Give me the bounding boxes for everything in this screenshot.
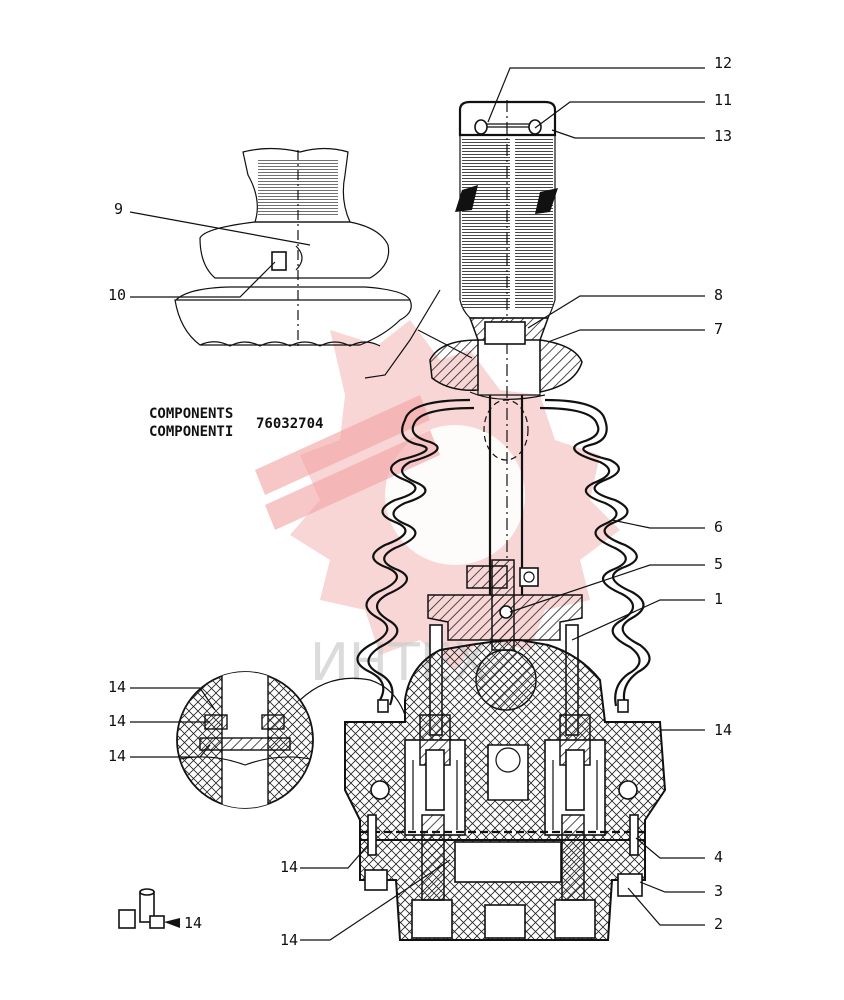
callout-4: 4 xyxy=(714,848,723,866)
components-title-en: COMPONENTS xyxy=(149,406,233,422)
callout-14-right: 14 xyxy=(714,721,732,739)
callout-1: 1 xyxy=(714,590,723,608)
seal-kit-icon xyxy=(118,888,180,929)
joystick-handle xyxy=(429,100,583,595)
callout-14-bottom: 14 xyxy=(280,931,298,949)
callout-2: 2 xyxy=(714,915,723,933)
callout-12: 12 xyxy=(714,54,732,72)
leader-lines xyxy=(129,67,705,941)
rubber-boot-bellows xyxy=(356,398,651,713)
detail-leader xyxy=(364,289,441,379)
callout-14-detail-c: 14 xyxy=(108,747,126,765)
callout-14-left: 14 xyxy=(280,858,298,876)
base-plate xyxy=(359,814,646,941)
part-number: 76032704 xyxy=(256,416,323,432)
valve-body xyxy=(344,638,667,841)
callout-11: 11 xyxy=(714,91,732,109)
knob-base-detail xyxy=(174,147,412,350)
callout-13: 13 xyxy=(714,127,732,145)
callout-6: 6 xyxy=(714,518,723,536)
components-title-it: COMPONENTI xyxy=(149,424,233,440)
callout-5: 5 xyxy=(714,555,723,573)
callout-14-detail-a: 14 xyxy=(108,678,126,696)
callout-9: 9 xyxy=(114,200,123,218)
callout-8: 8 xyxy=(714,286,723,304)
callout-10: 10 xyxy=(108,286,126,304)
seal-detail-circle xyxy=(176,671,406,809)
callout-3: 3 xyxy=(714,882,723,900)
callout-7: 7 xyxy=(714,320,723,338)
callout-14-detail-b: 14 xyxy=(108,712,126,730)
callout-14-kit: 14 xyxy=(184,914,202,932)
